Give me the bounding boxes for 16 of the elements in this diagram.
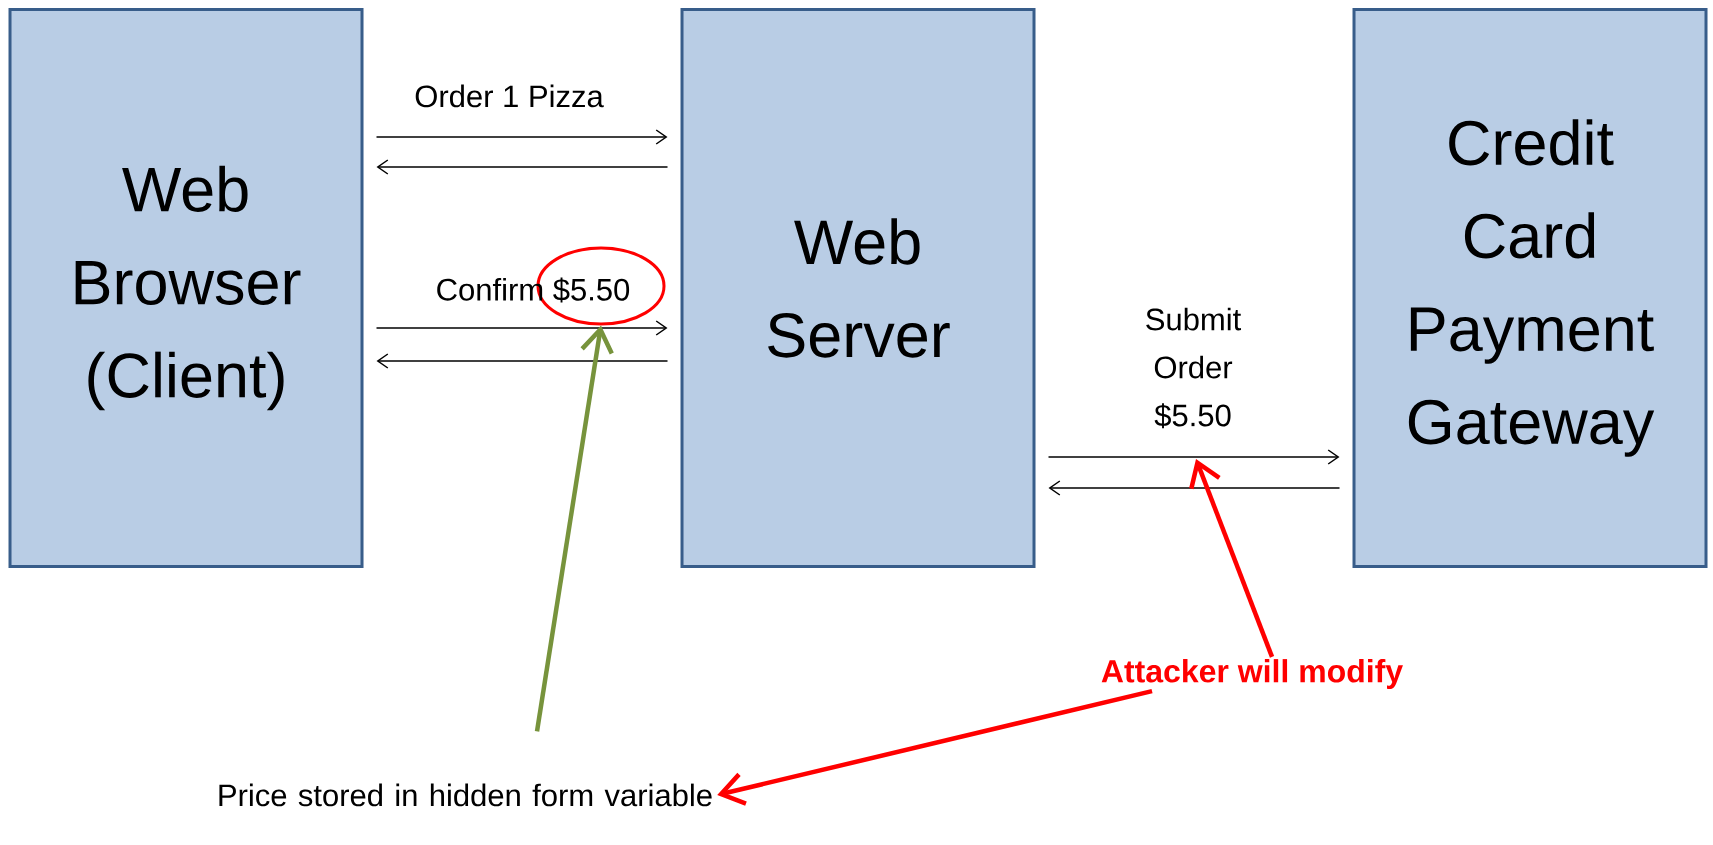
arrow [375,320,668,336]
arrow [1047,449,1340,465]
arrow [375,129,668,145]
arrow [376,159,669,175]
system-box: Credit Card Payment Gateway [1352,8,1708,568]
edge-label: Submit Order $5.50 [1146,307,1241,429]
arrow [1189,459,1275,658]
edge-label: Order 1 Pizza [415,84,604,108]
arrow [717,688,1153,806]
annotation-text: Price stored in hidden form variable [219,783,712,807]
warning-text: Attacker will modify [1101,659,1403,689]
system-box: Web Server [680,8,1036,568]
system-box: Web Browser (Client) [8,8,364,568]
arrow [376,353,669,369]
arrow [1048,480,1341,496]
arrow [534,325,614,732]
